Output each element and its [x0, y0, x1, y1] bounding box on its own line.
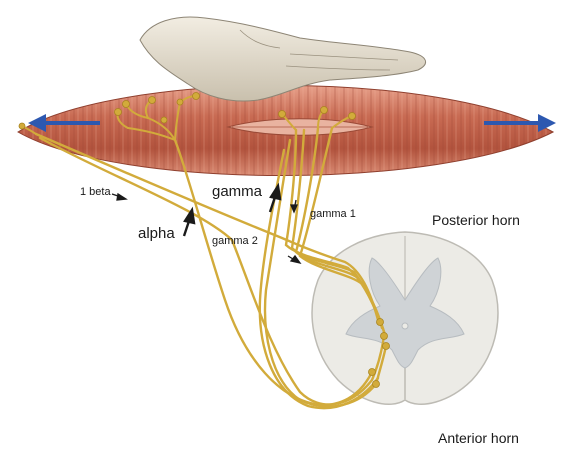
label-posterior-horn: Posterior horn — [432, 212, 520, 228]
label-gamma: gamma — [212, 183, 263, 200]
arrow-up-icon — [184, 210, 194, 236]
label-anterior-horn: Anterior horn — [438, 430, 519, 446]
label-alpha: alpha — [138, 225, 175, 242]
spinal-cord-section — [312, 232, 498, 404]
hand-image — [140, 17, 426, 101]
label-gamma-1: gamma 1 — [310, 208, 356, 220]
label-gamma-2: gamma 2 — [212, 235, 258, 247]
label-1-beta: 1 beta — [80, 186, 111, 198]
